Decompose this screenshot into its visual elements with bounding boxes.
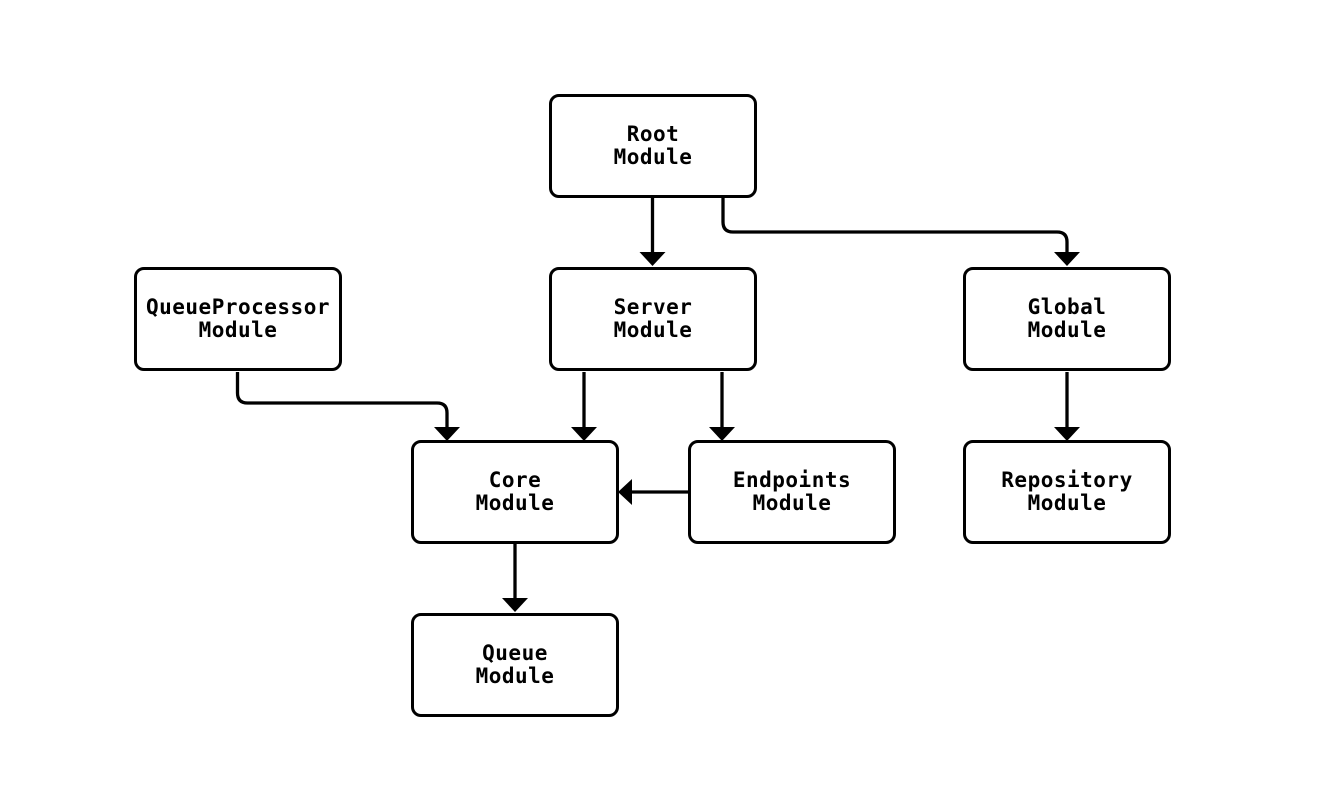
node-label-line2: Module — [752, 491, 832, 515]
arrowhead-down-icon — [434, 427, 460, 441]
node-server-module: Server Module — [549, 267, 757, 371]
edge-server-to-endpoints — [709, 372, 735, 441]
edge-endpoints-to-core — [618, 479, 688, 505]
node-label-line2: Module — [1027, 318, 1107, 342]
edge-server-to-core — [571, 372, 597, 441]
arrowhead-down-icon — [709, 427, 735, 441]
node-root-module: Root Module — [549, 94, 757, 198]
edge-root-to-server — [639, 198, 666, 266]
node-global-module: Global Module — [963, 267, 1171, 371]
arrowhead-down-icon — [1054, 252, 1080, 266]
node-label-line2: Module — [475, 664, 555, 688]
node-repository-module: Repository Module — [963, 440, 1171, 544]
arrowhead-down-icon — [502, 598, 528, 612]
edge-root-to-global — [721, 198, 1080, 266]
node-core-module: Core Module — [411, 440, 619, 544]
node-label-line2: Module — [198, 318, 278, 342]
node-label-line2: Module — [613, 318, 693, 342]
node-queueprocessor-module: QueueProcessor Module — [134, 267, 342, 371]
node-label-line1: Core — [488, 468, 542, 492]
edge-global-to-repository — [1054, 372, 1080, 441]
node-label-line1: QueueProcessor — [145, 295, 330, 319]
node-label-line1: Endpoints — [732, 468, 852, 492]
arrowhead-down-icon — [639, 252, 666, 266]
node-endpoints-module: Endpoints Module — [688, 440, 896, 544]
arrowhead-down-icon — [1054, 427, 1080, 441]
edge-queueprocessor-to-core — [235, 372, 460, 441]
arrowhead-down-icon — [571, 427, 597, 441]
node-label-line1: Repository — [1001, 468, 1133, 492]
node-label-line2: Module — [475, 491, 555, 515]
node-label-line2: Module — [613, 145, 693, 169]
node-label-line1: Server — [613, 295, 693, 319]
node-label-line2: Module — [1027, 491, 1107, 515]
edge-core-to-queue — [502, 544, 528, 612]
arrowhead-left-icon — [618, 479, 632, 505]
node-label-line1: Global — [1027, 295, 1107, 319]
node-queue-module: Queue Module — [411, 613, 619, 717]
node-label-line1: Root — [626, 122, 680, 146]
node-label-line1: Queue — [482, 641, 548, 665]
